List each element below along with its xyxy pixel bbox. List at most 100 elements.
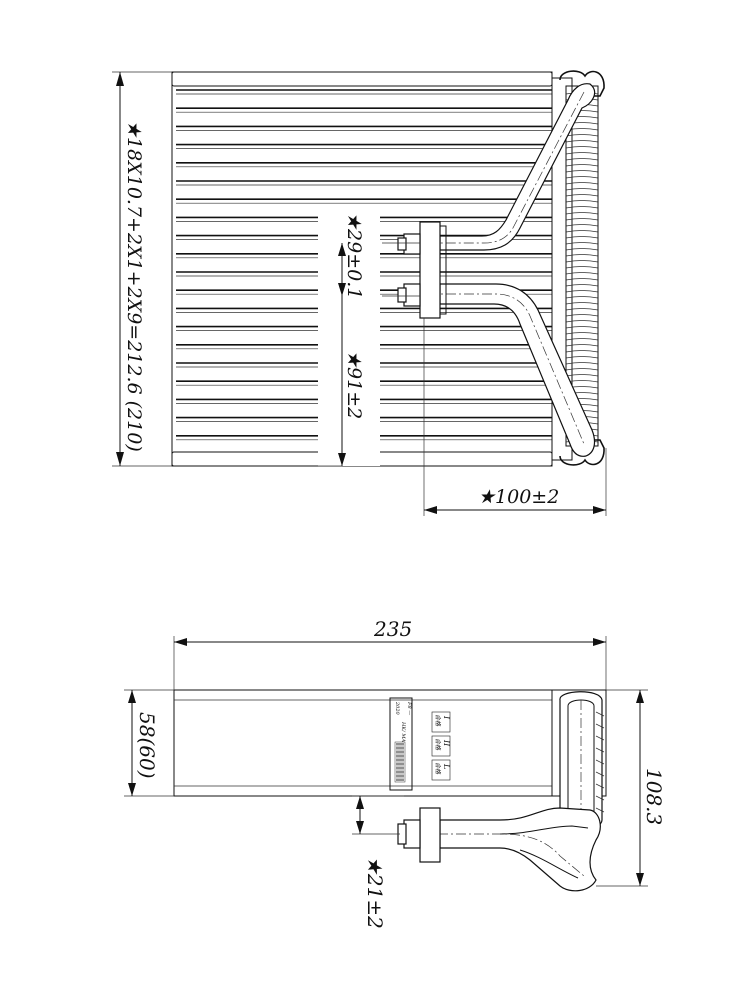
upper-pipe-centerline <box>410 91 585 244</box>
header-fin <box>565 368 599 371</box>
header-fin <box>565 206 599 209</box>
header-fin <box>565 158 599 161</box>
header-fins <box>565 92 599 443</box>
thickness-dim-label: 58(60) <box>135 712 159 779</box>
lower-fitting-tip <box>397 287 407 303</box>
header-fin <box>565 350 599 353</box>
check-roman: II <box>442 739 451 747</box>
bottom-clamp <box>559 439 605 466</box>
arrow-width-left <box>174 638 187 646</box>
header-fin <box>565 260 599 263</box>
header-fin <box>565 224 599 227</box>
header-fin <box>565 326 599 329</box>
dim-text-clearing <box>318 206 380 466</box>
arrow-height-bottom <box>116 452 124 466</box>
header-fin <box>565 314 599 317</box>
check-box <box>431 735 451 757</box>
total-depth-dim-label: 108.3 <box>642 768 666 825</box>
header-fin <box>565 254 599 257</box>
header-fin <box>565 356 599 359</box>
arrow-thickness-bottom <box>128 783 136 796</box>
hairpin-tick <box>595 771 605 777</box>
arrow-drop-top <box>356 796 364 809</box>
upper-fitting-tip <box>397 237 407 251</box>
hairpin-tick <box>595 735 605 741</box>
hairpin-tick <box>595 795 605 801</box>
offset-dim-label: ★91±2 <box>343 350 365 419</box>
arrow-thickness-top <box>128 690 136 703</box>
header-fin <box>565 200 599 203</box>
label-barcode <box>394 741 406 783</box>
arrow-offset-bottom <box>338 453 346 466</box>
label-line2: HK/ MA <box>400 721 406 742</box>
side-core-body <box>173 689 553 797</box>
lower-pipe <box>439 283 596 457</box>
arrow-total-bottom <box>636 873 644 886</box>
header-fin <box>565 338 599 341</box>
check-text: 合格 <box>434 762 442 775</box>
header-fin <box>565 134 599 137</box>
check-text: 合格 <box>434 738 442 751</box>
arrow-drop-bottom <box>356 821 364 834</box>
hairpin-tick <box>595 807 605 813</box>
drop-dim-label: ★21±2 <box>363 856 387 929</box>
header-fin <box>565 164 599 167</box>
side-pipe-centerline <box>402 833 585 877</box>
header-fin <box>565 242 599 245</box>
top-end-plate <box>171 71 553 87</box>
lower-pipe-centerline <box>410 293 585 445</box>
arrow-height-top <box>116 72 124 86</box>
side-flange <box>419 807 441 863</box>
header-fin <box>565 146 599 149</box>
flange-block <box>419 221 441 319</box>
header-fin <box>565 284 599 287</box>
header-fin <box>565 170 599 173</box>
arrow-width-right <box>593 638 606 646</box>
header-fin <box>565 188 599 191</box>
header-fin <box>565 344 599 347</box>
tube-rows <box>176 89 552 441</box>
header-fin <box>565 176 599 179</box>
header-fin <box>565 302 599 305</box>
label-line3: F8 — <box>406 701 412 715</box>
check-text: 合格 <box>434 714 442 727</box>
arrow-pitch-bottom <box>338 283 346 296</box>
header-fin <box>565 296 599 299</box>
header-fin <box>565 212 599 215</box>
header-fin <box>565 278 599 281</box>
hairpin-tick <box>595 759 605 765</box>
side-pipe-seam-upper <box>499 825 589 835</box>
header-fin <box>565 374 599 377</box>
header-fin <box>565 182 599 185</box>
hairpin-ticks <box>595 711 605 813</box>
header-fin <box>565 290 599 293</box>
top-view: ★18X10.7+2X1+2X9=212.6 (210) ★29±0.1 ★91… <box>112 70 607 516</box>
flange-gasket <box>439 225 447 315</box>
header-fin <box>565 248 599 251</box>
arrow-depth-left <box>424 506 437 514</box>
header-fin <box>565 320 599 323</box>
label-line1: 2020 <box>394 701 400 716</box>
check-roman: I <box>442 715 451 720</box>
header-fin <box>565 236 599 239</box>
side-pipe-assembly <box>439 807 601 892</box>
header-fin <box>565 266 599 269</box>
header-fin <box>565 218 599 221</box>
width-dim-label: 235 <box>373 617 412 641</box>
side-pipe-seam-lower <box>519 849 579 879</box>
check-box <box>431 759 451 781</box>
hairpin-tick <box>595 783 605 789</box>
header-fin <box>565 308 599 311</box>
pitch-dim-label: ★29±0.1 <box>343 212 365 299</box>
barcode-lines <box>396 743 404 781</box>
check-box <box>431 711 451 733</box>
label-plate <box>389 697 413 791</box>
header-fin <box>565 272 599 275</box>
height-dim-label: ★18X10.7+2X1+2X9=212.6 (210) <box>123 120 145 452</box>
hairpin-tick <box>595 711 605 717</box>
header-fin <box>565 362 599 365</box>
header-fin <box>565 332 599 335</box>
